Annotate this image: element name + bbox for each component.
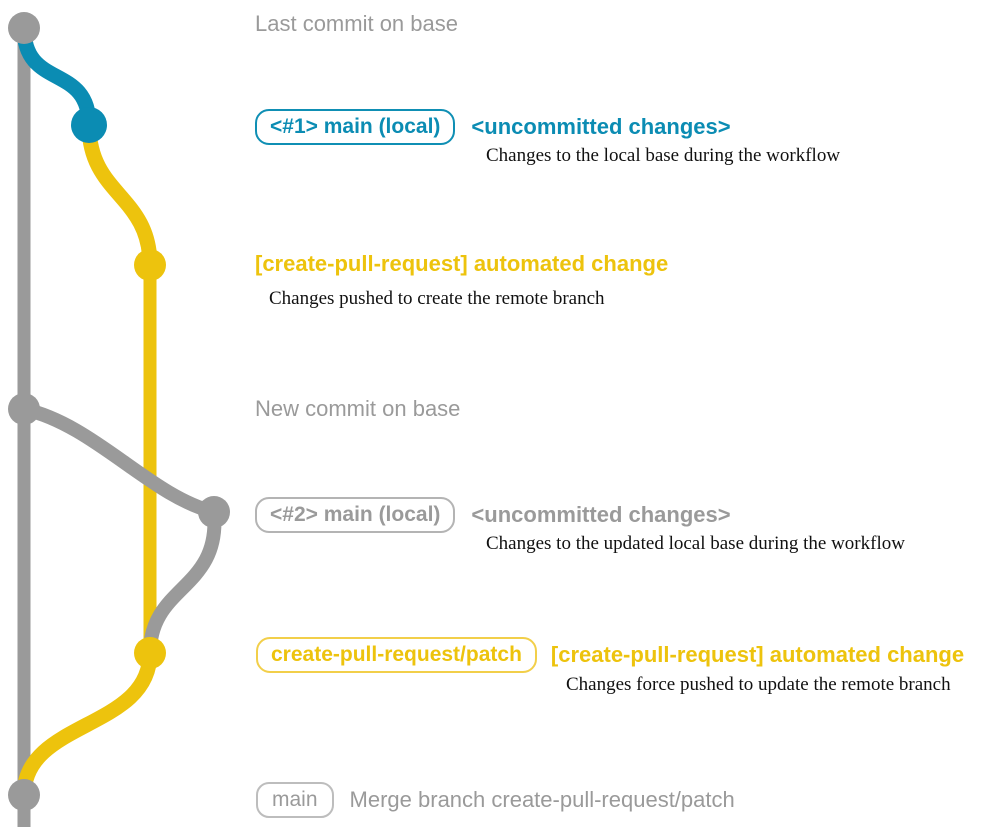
badge-main[interactable]: main — [256, 782, 334, 819]
node-remote-2[interactable] — [134, 637, 166, 669]
commit-message-local-1: <uncommitted changes> — [471, 113, 731, 139]
badge-local-1[interactable]: <#1> main (local) — [255, 109, 456, 146]
commit-message-local-2: <uncommitted changes> — [471, 501, 731, 527]
commit-message-automated-change-2: [create-pull-request] automated change — [550, 641, 965, 667]
local-to-remote-line-2 — [143, 505, 222, 660]
row-local-1: <#1> main (local) <uncommitted changes> — [255, 109, 731, 146]
description-automated-change-1: Changes pushed to create the remote bran… — [269, 288, 605, 309]
node-local-1[interactable] — [71, 107, 107, 143]
node-base-new[interactable] — [8, 393, 40, 425]
local-branch-line-2 — [17, 402, 221, 519]
node-remote-1[interactable] — [134, 249, 166, 281]
node-merge[interactable] — [8, 779, 40, 811]
badge-local-2[interactable]: <#2> main (local) — [255, 497, 456, 534]
row-automated-change-1: [create-pull-request] automated change — [255, 251, 669, 276]
row-merge-commit: main Merge branch create-pull-request/pa… — [256, 782, 735, 819]
row-last-commit-on-base: Last commit on base — [255, 11, 458, 36]
row-new-commit-on-base: New commit on base — [255, 396, 461, 421]
row-local-2: <#2> main (local) <uncommitted changes> — [255, 497, 731, 534]
description-local-1: Changes to the local base during the wor… — [486, 145, 841, 166]
node-base-last[interactable] — [8, 12, 40, 44]
local-branch-line-1 — [16, 20, 97, 133]
remote-branch-line-1 — [81, 117, 158, 273]
description-local-2: Changes to the updated local base during… — [486, 533, 905, 554]
merge-line — [16, 645, 158, 803]
badge-remote-branch[interactable]: create-pull-request/patch — [256, 637, 537, 674]
commit-message-automated-change-1: [create-pull-request] automated change — [255, 251, 669, 276]
label-new-commit-on-base: New commit on base — [255, 396, 461, 421]
node-local-2[interactable] — [198, 496, 230, 528]
label-merge-commit: Merge branch create-pull-request/patch — [349, 786, 735, 812]
description-automated-change-2: Changes force pushed to update the remot… — [566, 674, 951, 695]
row-automated-change-2: create-pull-request/patch [create-pull-r… — [256, 637, 965, 674]
label-last-commit-on-base: Last commit on base — [255, 11, 458, 36]
